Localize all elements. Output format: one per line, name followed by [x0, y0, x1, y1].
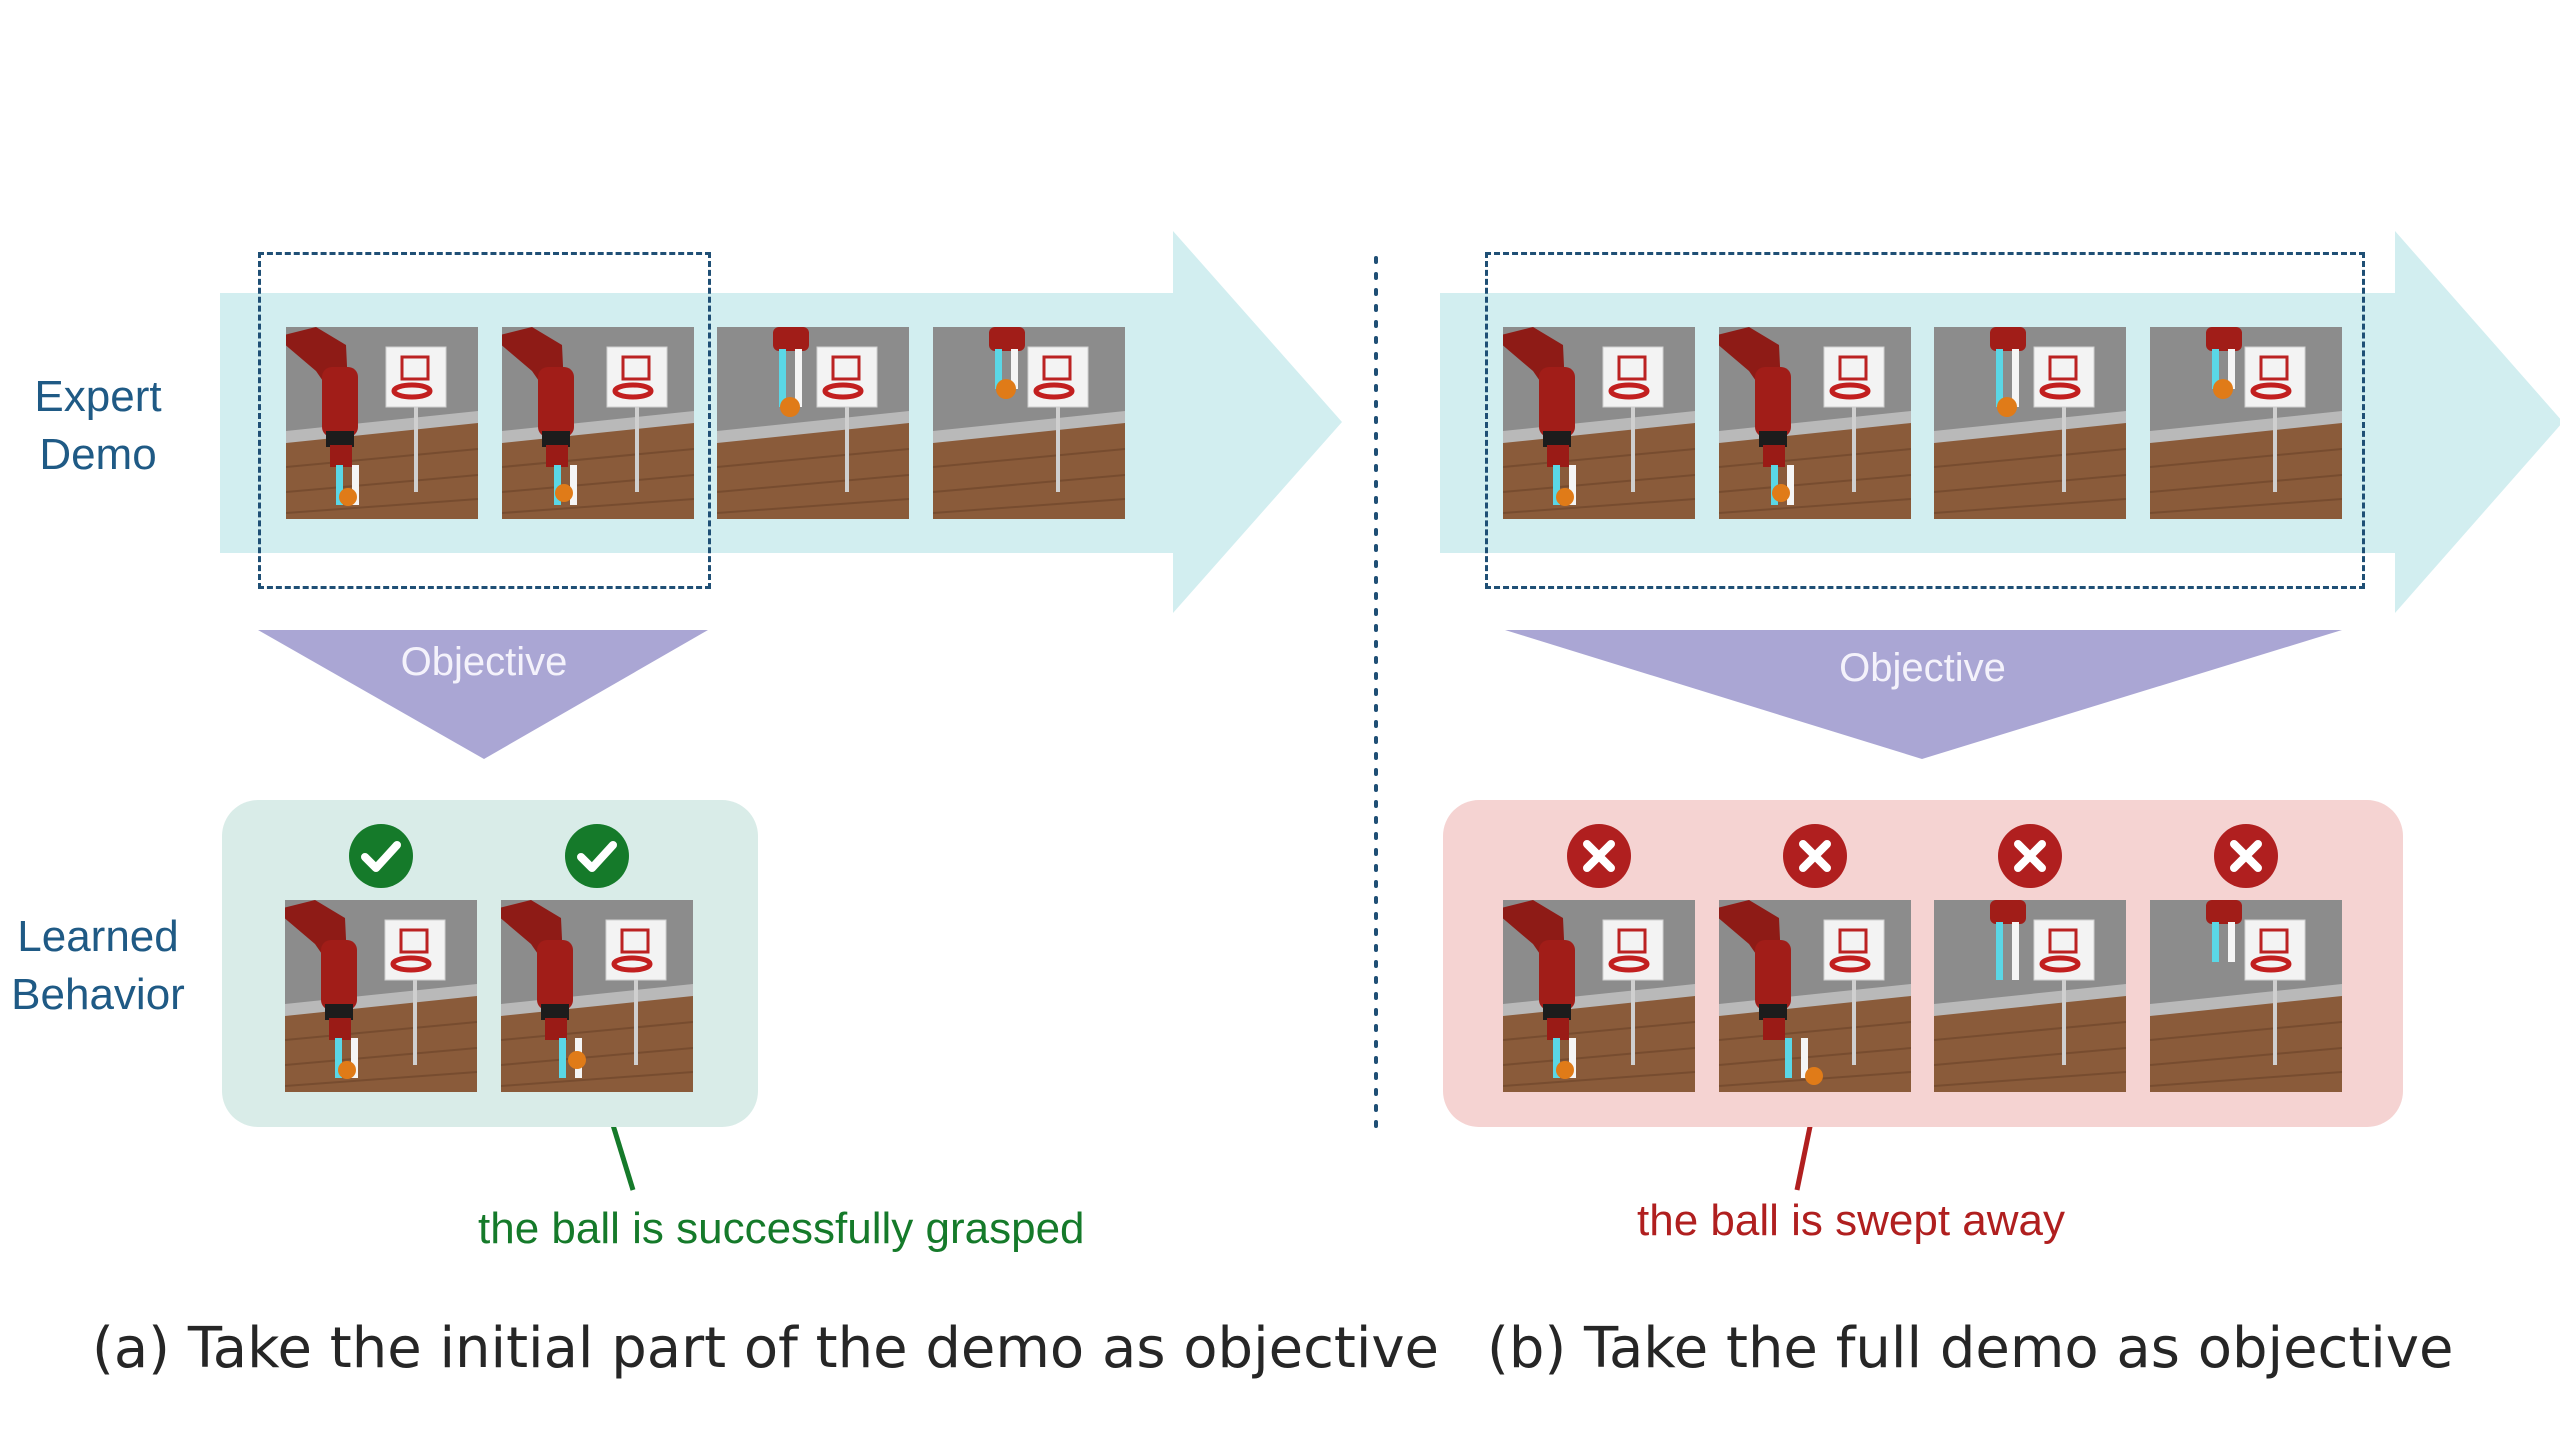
- objective-funnel-left: [258, 630, 708, 759]
- objective-selection-box-full: [1485, 252, 2365, 589]
- demo-frame-a-3: [717, 327, 909, 519]
- simulation-frame-image: [1503, 900, 1695, 1092]
- objective-funnel-right: [1505, 630, 2342, 759]
- objective-selection-box-initial: [258, 252, 711, 589]
- simulation-frame-image: [1503, 327, 1695, 519]
- objective-label-right: Objective: [1839, 646, 2006, 690]
- objective-label-left: Objective: [400, 640, 568, 684]
- success-check-icon: [564, 823, 630, 889]
- learned-frame-b-3: [1934, 900, 2126, 1092]
- failure-x-icon: [1566, 823, 1632, 889]
- demo-frame-b-3: [1934, 327, 2126, 519]
- success-check-icon: [348, 823, 414, 889]
- learned-frame-b-4: [2150, 900, 2342, 1092]
- simulation-frame-image: [286, 327, 478, 519]
- simulation-frame-image: [502, 327, 694, 519]
- simulation-frame-image: [1719, 900, 1911, 1092]
- demo-frame-a-2: [502, 327, 694, 519]
- learned-frame-a-2: [501, 900, 693, 1092]
- demo-frame-b-4: [2150, 327, 2342, 519]
- simulation-frame-image: [1719, 327, 1911, 519]
- simulation-frame-image: [501, 900, 693, 1092]
- demo-frame-a-4: [933, 327, 1125, 519]
- demo-frame-b-2: [1719, 327, 1911, 519]
- success-note: the ball is successfully grasped: [478, 1204, 1085, 1253]
- learned-behavior-label: Learned Behavior: [11, 912, 185, 1019]
- demo-frame-b-1: [1503, 327, 1695, 519]
- learned-frame-b-2: [1719, 900, 1911, 1092]
- expert-demo-label: Expert Demo: [34, 372, 162, 479]
- simulation-frame-image: [2150, 327, 2342, 519]
- failure-x-icon: [1997, 823, 2063, 889]
- learned-frame-b-1: [1503, 900, 1695, 1092]
- caption-b: (b) Take the full demo as objective: [1487, 1316, 2454, 1381]
- learned-frame-a-1: [285, 900, 477, 1092]
- simulation-frame-image: [717, 327, 909, 519]
- simulation-frame-image: [1934, 327, 2126, 519]
- simulation-frame-image: [1934, 900, 2126, 1092]
- failure-x-icon: [1782, 823, 1848, 889]
- simulation-frame-image: [285, 900, 477, 1092]
- simulation-frame-image: [2150, 900, 2342, 1092]
- failure-x-icon: [2213, 823, 2279, 889]
- demo-frame-a-1: [286, 327, 478, 519]
- failure-note: the ball is swept away: [1637, 1196, 2065, 1245]
- caption-a: (a) Take the initial part of the demo as…: [92, 1316, 1440, 1381]
- simulation-frame-image: [933, 327, 1125, 519]
